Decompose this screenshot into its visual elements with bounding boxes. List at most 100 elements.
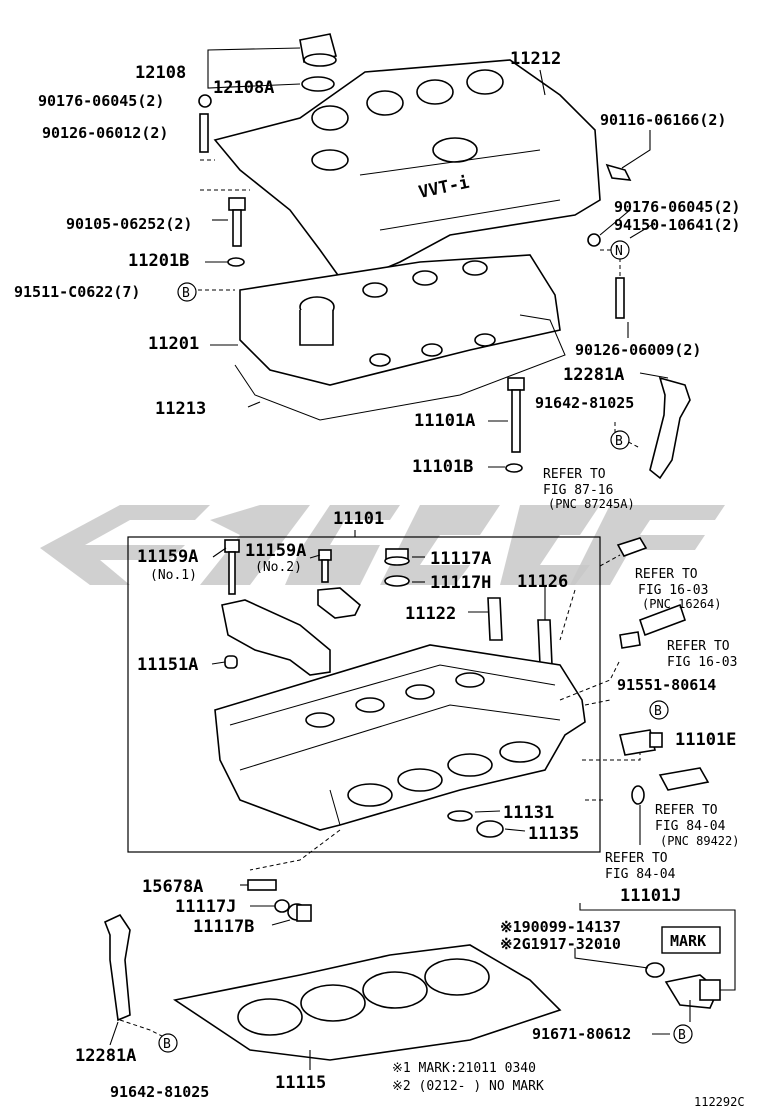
- callout-91511-c0622: 91511-C0622(7): [14, 283, 140, 301]
- stud-part: [199, 113, 209, 153]
- refer-fig84a-line2: FIG 84-04: [655, 819, 726, 834]
- bolt-90105-part: [228, 197, 246, 247]
- callout-90126-06012: 90126-06012(2): [42, 124, 168, 142]
- refer-fig87-line1: REFER TO: [543, 467, 606, 482]
- washer-part: [227, 257, 245, 267]
- refer-fig84a-line1: REFER TO: [655, 803, 718, 818]
- callout-11101b: 11101B: [412, 457, 473, 477]
- symbol-b-2-label: B: [615, 434, 623, 449]
- symbol-b-4-label: B: [678, 1028, 686, 1043]
- head-bolt-part: [507, 377, 525, 453]
- callout-90099-14137: ※190099-14137: [500, 918, 621, 936]
- callout-11151a: 11151A: [137, 655, 198, 675]
- diagram-id: 112292C: [694, 1095, 745, 1109]
- sensor-84-part: [658, 767, 710, 791]
- refer-fig84a-line3: (PNC 89422): [660, 834, 739, 848]
- guide-11122-part: [487, 597, 503, 641]
- callout-12108: 12108: [135, 63, 186, 83]
- callout-11159a-no1-sub: (No.1): [150, 568, 197, 583]
- footnote-1: ※1 MARK:21011 0340: [392, 1061, 536, 1076]
- plug-11117a-part: [384, 548, 410, 566]
- refer-fig84b-line2: FIG 84-04: [605, 867, 676, 882]
- callout-labels: 12108 12108A 11212 90176-06045(2) 90126-…: [14, 49, 740, 1101]
- refer-fig16a-line2: FIG 16-03: [638, 583, 708, 598]
- cap-gasket-part: [301, 76, 335, 92]
- footnote-2: ※2 (0212- ) NO MARK: [392, 1079, 544, 1094]
- callout-11122: 11122: [405, 604, 456, 624]
- group-label: 11101: [333, 509, 384, 529]
- callout-11159a-no2: 11159A: [245, 541, 306, 561]
- callout-11212: 11212: [510, 49, 561, 69]
- callout-94150-10641: 94150-10641(2): [614, 216, 740, 234]
- symbol-b-1-label: B: [182, 286, 190, 301]
- oring-11101j-part: [645, 962, 665, 978]
- pin-15678a-part: [247, 879, 277, 891]
- bearing-cap-bolt-1-part: [224, 539, 240, 595]
- symbol-n: N: [610, 240, 630, 260]
- callout-11131: 11131: [503, 803, 554, 823]
- callout-11117j: 11117J: [175, 897, 236, 917]
- refer-fig16a-line1: REFER TO: [635, 567, 698, 582]
- symbol-b-2: B: [610, 430, 630, 450]
- refer-fig87-line2: FIG 87-16: [543, 483, 613, 498]
- callout-g1917-32010: ※2G1917-32010: [500, 935, 621, 953]
- callout-91642-81025-top: 91642-81025: [535, 394, 634, 412]
- callout-90116-06166: 90116-06166(2): [600, 111, 726, 129]
- mark-box-label: MARK: [670, 932, 706, 950]
- callout-12281a-bottom: 12281A: [75, 1046, 136, 1066]
- dowel-pin-part: [224, 655, 238, 669]
- callout-11101e: 11101E: [675, 730, 736, 750]
- refer-fig84b-line1: REFER TO: [605, 851, 668, 866]
- watermark-logo: [40, 505, 725, 585]
- symbol-b-3: B: [649, 700, 669, 720]
- cylinder-head-group-box: [127, 536, 601, 853]
- engine-hanger-bottom-part: [103, 913, 131, 1022]
- gasket-11117j-part: [274, 899, 290, 913]
- callout-11213: 11213: [155, 399, 206, 419]
- head-bolt-washer-part: [505, 463, 523, 473]
- cylinder-head-cover-part: VVT-i: [213, 59, 601, 286]
- refer-notes: REFER TO FIG 87-16 (PNC 87245A) REFER TO…: [543, 467, 739, 882]
- callout-12108a: 12108A: [213, 78, 274, 98]
- washer-84-part: [631, 785, 645, 805]
- callout-90126-06009: 90126-06009(2): [575, 341, 701, 359]
- callout-11101j: 11101J: [620, 886, 681, 906]
- bolt-part: [605, 163, 632, 181]
- leader-lines-top: [198, 47, 669, 468]
- pipe-87-part: [616, 537, 648, 557]
- symbol-b-5-label: B: [163, 1037, 171, 1052]
- callout-11201: 11201: [148, 334, 199, 354]
- stud-right-part: [615, 277, 625, 319]
- nut-part: [198, 94, 212, 108]
- refer-fig87-line3: (PNC 87245A): [548, 497, 635, 511]
- callout-11135: 11135: [528, 824, 579, 844]
- plug-gasket-part: [384, 575, 410, 587]
- callout-12281a-top: 12281A: [563, 365, 624, 385]
- callout-11115: 11115: [275, 1073, 326, 1093]
- head-cover-11201-part: [239, 254, 561, 386]
- callout-11101a: 11101A: [414, 411, 475, 431]
- refer-fig16b-line2: FIG 16-03: [667, 655, 737, 670]
- symbol-n-label: N: [615, 244, 623, 259]
- symbol-b-4: B: [673, 1024, 693, 1044]
- mark-box: [661, 926, 721, 954]
- head-cover-gasket-part: [234, 314, 566, 421]
- leader-lines-bottom: [109, 884, 736, 1070]
- engine-hanger-top-part: [649, 376, 691, 480]
- bearing-cap-small-part: [317, 587, 361, 619]
- callout-91551-80614: 91551-80614: [617, 676, 716, 694]
- symbol-b-5: B: [158, 1033, 178, 1053]
- callout-11159a-no1: 11159A: [137, 547, 198, 567]
- callout-11159a-no2-sub: (No.2): [255, 560, 302, 575]
- callout-15678a: 15678A: [142, 877, 203, 897]
- symbol-b-1: B: [177, 282, 197, 302]
- callout-90105-06252: 90105-06252(2): [66, 215, 192, 233]
- refer-fig16b-line1: REFER TO: [667, 639, 730, 654]
- callout-91671-80612: 91671-80612: [532, 1025, 631, 1043]
- hose-16-part: [638, 603, 687, 637]
- plug-11117b-part: [287, 903, 312, 922]
- ring-11135-part: [476, 820, 504, 838]
- sensor-11101e-part: [619, 729, 663, 756]
- callout-91642-81025-bottom: 91642-81025: [110, 1083, 209, 1101]
